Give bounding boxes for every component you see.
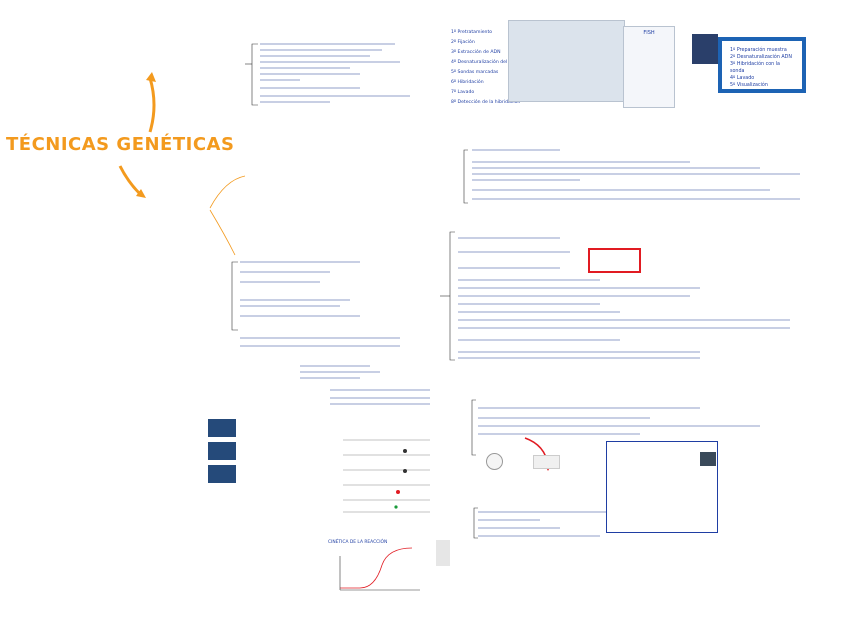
fish-step: 3º Extracción de ADN [451, 50, 501, 55]
microarray-image [486, 453, 503, 470]
panel-image [700, 452, 716, 466]
fish-step: 1º Pretratamiento [451, 30, 493, 35]
fish-step: 5º Sondas marcadas [451, 70, 499, 75]
fish-diagram-title: FISH [643, 30, 655, 36]
fish-box-item: 1º Preparación muestra [730, 48, 787, 53]
fish-box-item: 5º Visualización [730, 83, 768, 88]
fish-step: 6º Hibridación [451, 80, 484, 85]
fish-micrograph [692, 34, 718, 64]
kinetics-title: CINÉTICA DE LA REACCIÓN [328, 540, 388, 545]
fish-step: 7º Lavado [451, 90, 475, 95]
dna-image [436, 540, 450, 566]
fish-step: 2º Fijación [451, 40, 475, 45]
highlight-box [588, 248, 641, 273]
chip-image [533, 455, 560, 469]
info-panel [606, 441, 718, 533]
fish-step: 8º Detección de la hibridación [451, 100, 521, 105]
fish-box-item: 4º Lavado [730, 76, 755, 81]
fish-summary-box: 1º Preparación muestra 2º Desnaturalizac… [718, 37, 806, 93]
fish-box-item: 2º Desnaturalización ADN [730, 55, 792, 60]
fish-steps-list: 1º Pretratamiento 2º Fijación 3º Extracc… [451, 28, 520, 108]
fish-diagram: FISH [623, 26, 675, 108]
fish-process-image [508, 20, 625, 102]
fish-step: 4º Desnaturalización del ADN [451, 60, 519, 65]
fish-box-item: 3º Hibridación con la sonda [730, 62, 780, 74]
page-title: TÉCNICAS GENÉTICAS [6, 134, 235, 155]
